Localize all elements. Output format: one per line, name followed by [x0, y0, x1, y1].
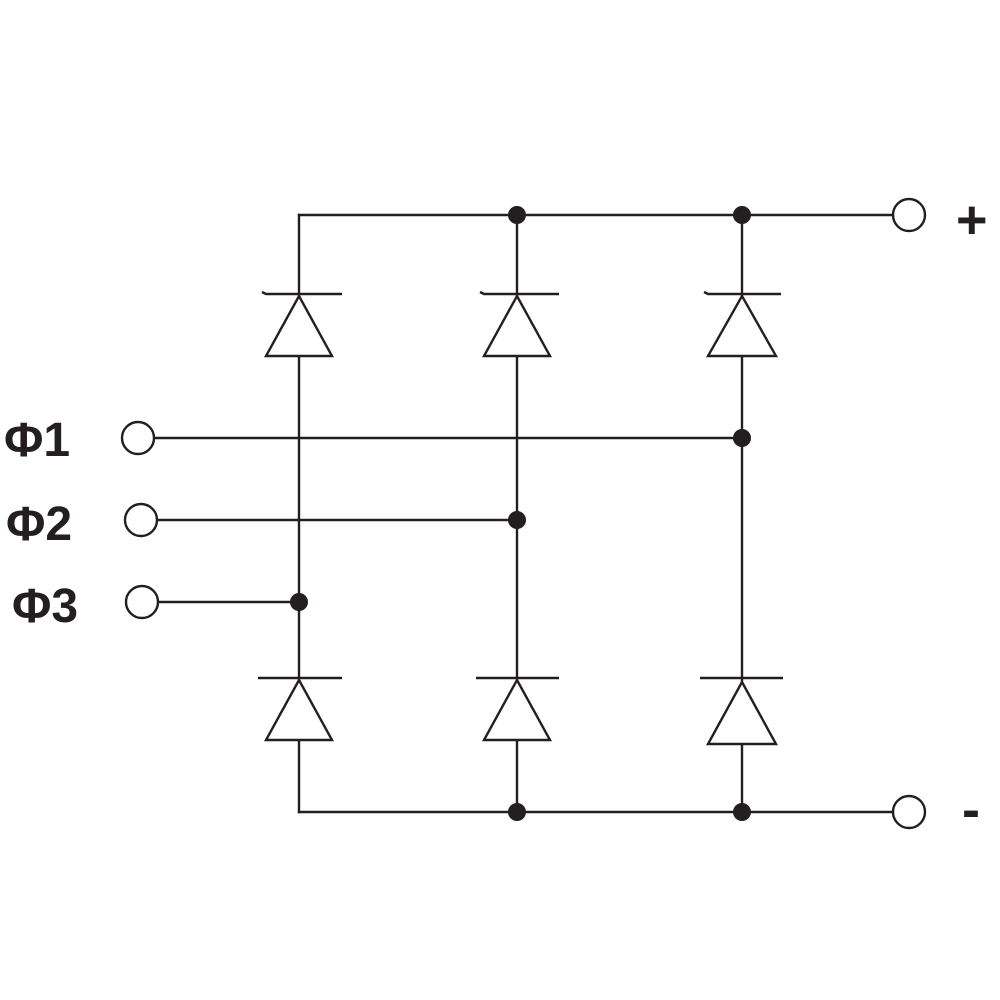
junction-dot: [508, 803, 526, 821]
junction-dot: [733, 206, 751, 224]
phase-2-label: Φ2: [6, 498, 72, 551]
phase-3-label: Φ3: [12, 580, 78, 633]
junction-dot: [733, 803, 751, 821]
diode-lower-1: [258, 676, 342, 742]
junction-dot: [508, 206, 526, 224]
junction-dot: [290, 593, 308, 611]
phase-3-terminal: [124, 584, 160, 620]
diode-lower-2: [476, 676, 559, 742]
diode-upper-3: [703, 290, 781, 358]
negative-label: -: [962, 780, 980, 840]
phase-2-terminal: [123, 502, 159, 538]
positive-label: +: [956, 190, 988, 250]
phase-1-label: Φ1: [4, 414, 70, 467]
diode-upper-1: [261, 290, 342, 358]
positive-terminal: [891, 197, 927, 233]
junction-dot: [733, 429, 751, 447]
phase-1-terminal: [120, 420, 156, 456]
negative-terminal: [891, 794, 927, 830]
diode-lower-3: [700, 676, 783, 746]
junction-dot: [508, 511, 526, 529]
diode-upper-2: [479, 290, 559, 358]
